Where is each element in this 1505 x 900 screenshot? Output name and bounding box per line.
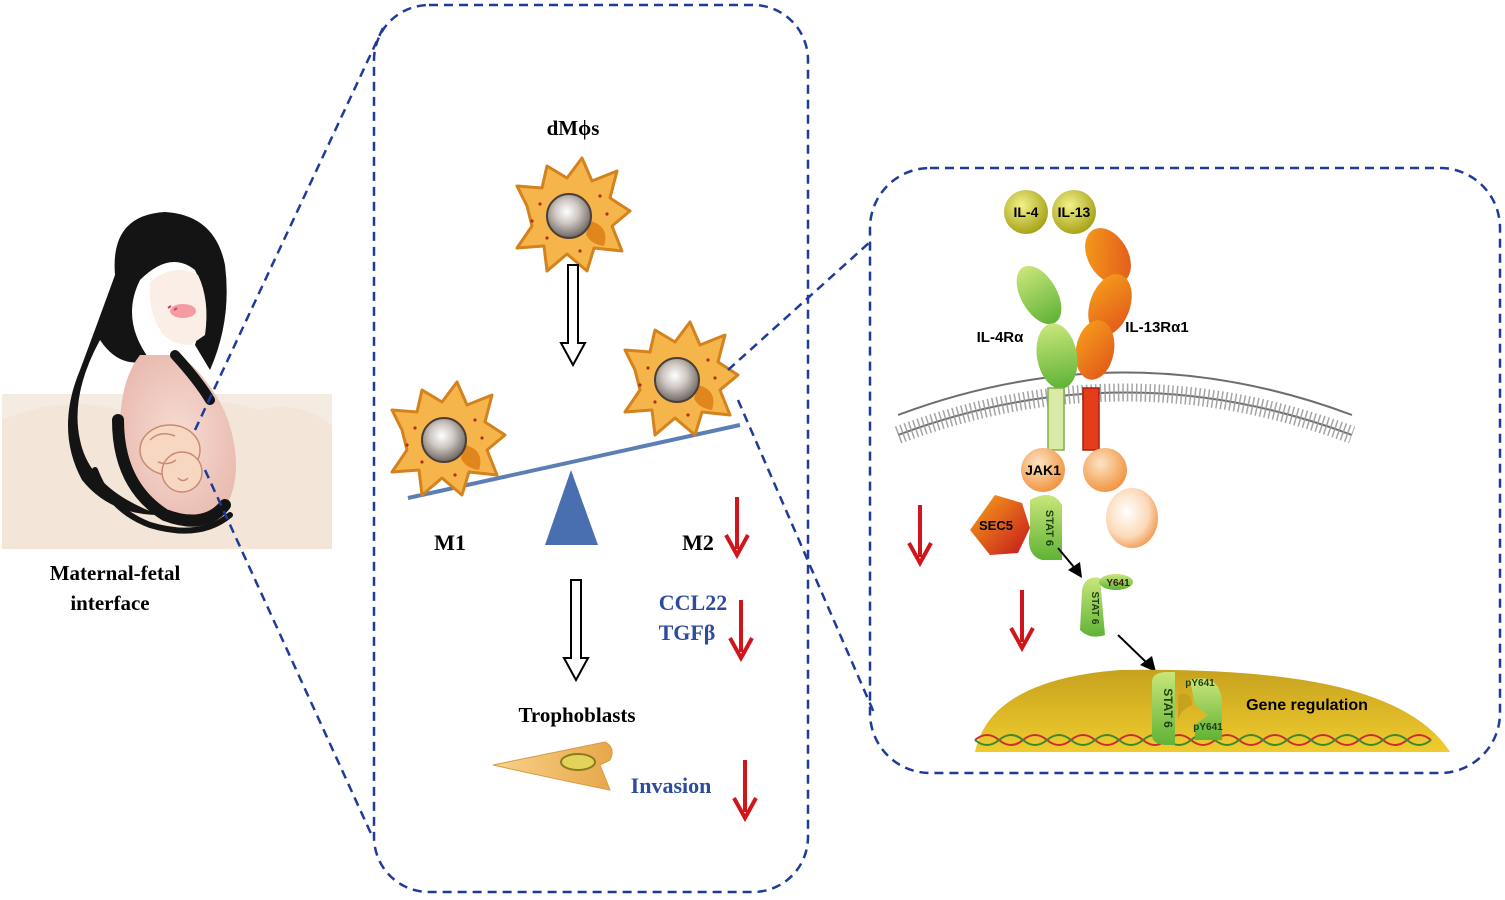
m1-label: M1 [434,530,466,555]
y641-label: Y641 [1106,578,1130,589]
trophoblast-cell [492,741,613,791]
il13ra1-label: IL-13Rα1 [1125,319,1188,336]
arrow-stat6-release [1057,547,1082,578]
jak1-label: JAK1 [1025,462,1061,478]
right-panel-border [868,166,1502,775]
hollow-arrow-bottom [563,579,589,681]
middle-panel-border [372,3,810,894]
py641-upper-label: pY641 [1185,678,1215,689]
il13-label: IL-13 [1058,204,1091,220]
arrow-to-nucleus [1117,634,1156,672]
stat6-bound: STAT 6 [1028,495,1062,560]
macrophage-m1 [390,380,507,497]
il4-ligand [1004,190,1048,234]
macrophage-top [515,156,632,273]
dmphi-label: dMϕs [547,116,600,140]
il13ra1-tail-oval [1106,488,1158,548]
fulcrum [545,470,598,545]
il13ra1-receptor [1075,228,1132,451]
gene-regulation-label: Gene regulation [1246,697,1368,714]
caption-line2: interface [70,591,149,615]
sec5-molecule [970,495,1030,555]
sec5-label: SEC5 [979,518,1013,533]
py641-lower-label: pY641 [1193,722,1223,733]
invasion-label: Invasion [631,773,712,798]
m2-down-arrow [724,495,750,557]
trophoblasts-label: Trophoblasts [518,703,635,727]
stat6-phosphorylated: Y641 STAT 6 [1080,574,1133,637]
il13ra1-tail-circle [1083,448,1127,492]
cytokine-down-arrow [728,598,754,660]
stat6-free-label: STAT 6 [1089,592,1100,625]
il4ra-receptor [1016,265,1078,451]
zoom-line-right-bottom [736,399,877,716]
il4-label: IL-4 [1014,204,1039,220]
zoom-line-top [193,27,385,431]
il4ra-label: IL-4Rα [977,329,1025,346]
invasion-down-arrow [732,758,758,820]
sec5-down-arrow [907,503,933,565]
maternal-illustration [2,212,332,549]
stat6-dimer-label: STAT 6 [1161,688,1175,728]
stat6-down-arrow [1009,588,1035,650]
zoom-line-right-top [727,241,871,371]
il13-ligand [1052,190,1096,234]
fetus [139,424,203,493]
caption-line1: Maternal-fetal [50,561,181,585]
hollow-arrow-top [560,264,586,366]
ccl22-label: CCL22 [659,590,727,615]
cell-membrane [894,371,1356,444]
hair [67,212,227,515]
stat6-bound-label: STAT 6 [1043,510,1055,546]
tgfb-label: TGFβ [659,620,716,645]
m2-label: M2 [682,530,714,555]
jak1-molecule [1021,448,1065,492]
stat6-dimer: STAT 6 pY641 pY641 [1152,672,1223,745]
zoom-line-bottom [203,469,375,839]
macrophage-m2 [623,320,740,437]
